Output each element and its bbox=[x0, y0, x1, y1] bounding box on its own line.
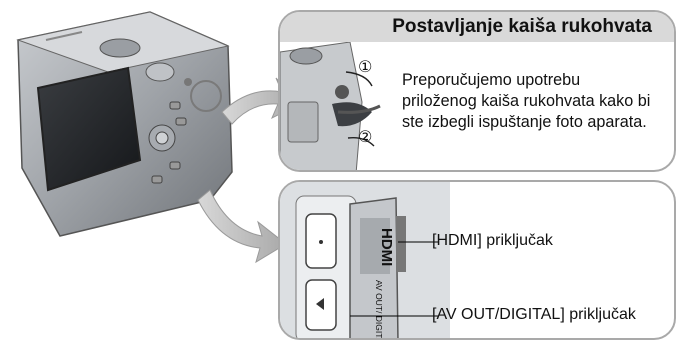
strap-description-line: Preporučujemo upotrebu bbox=[402, 71, 581, 89]
camera-body bbox=[16, 11, 233, 237]
strap-description-line: ste izbegli ispuštanje foto aparata. bbox=[402, 113, 647, 131]
strap-attach-illustration: ① ② bbox=[280, 42, 381, 170]
step-1-marker: ① bbox=[358, 57, 372, 76]
strap-panel-title: Postavljanje kaiša rukohvata bbox=[280, 12, 674, 42]
door-av-text: AV OUT/ DIGITAL bbox=[374, 280, 384, 340]
arrow-to-ports bbox=[197, 189, 287, 264]
ports-panel: HDMI AV OUT/ DIGITAL [HDMI] priključak [… bbox=[278, 180, 676, 340]
hdmi-port-label: [HDMI] priključak bbox=[432, 232, 553, 249]
strap-description-line: priloženog kaiša rukohvata kako bi bbox=[402, 92, 651, 110]
strap-panel: Postavljanje kaiša rukohvata ① ② Preporu… bbox=[278, 10, 676, 172]
av-digital-port-label: [AV OUT/DIGITAL] priključak bbox=[432, 306, 636, 323]
step-2-marker: ② bbox=[358, 127, 372, 146]
door-hdmi-text: HDMI bbox=[378, 228, 395, 266]
ports-door-illustration: HDMI AV OUT/ DIGITAL bbox=[280, 182, 450, 340]
strap-panel-description: Preporučujemo upotrebu priloženog kaiša … bbox=[402, 70, 674, 133]
